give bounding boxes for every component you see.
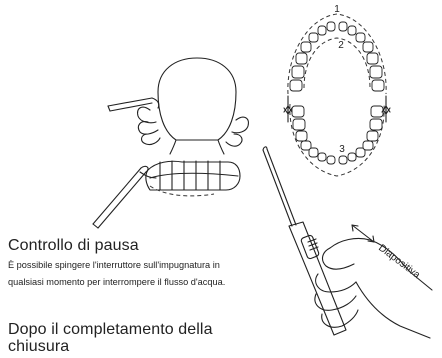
section-body-line-1: È possibile spingere l'interruttore sull… bbox=[8, 257, 220, 274]
upper-arch-diagram: 1 2 bbox=[284, 4, 390, 114]
section-body-line-2: qualsiasi momento per interrompere il fl… bbox=[8, 274, 225, 291]
hand-holding-flosser-illustration: Diapositiva bbox=[263, 147, 432, 338]
lower-arch-diagram: 3 bbox=[284, 104, 390, 176]
arch-label-3: 3 bbox=[339, 144, 345, 155]
arch-label-2: 2 bbox=[338, 40, 344, 51]
face-flossing-illustration bbox=[108, 58, 248, 154]
section-heading-after-completion-line-1: Dopo il completamento della bbox=[8, 321, 213, 338]
section-heading-after-completion-line-2: chiusura bbox=[8, 338, 69, 355]
arch-label-1: 1 bbox=[334, 4, 340, 15]
teeth-row-illustration bbox=[93, 161, 240, 228]
section-heading-pause-control: Controllo di pausa bbox=[8, 237, 139, 254]
slide-label: Diapositiva bbox=[376, 243, 422, 281]
